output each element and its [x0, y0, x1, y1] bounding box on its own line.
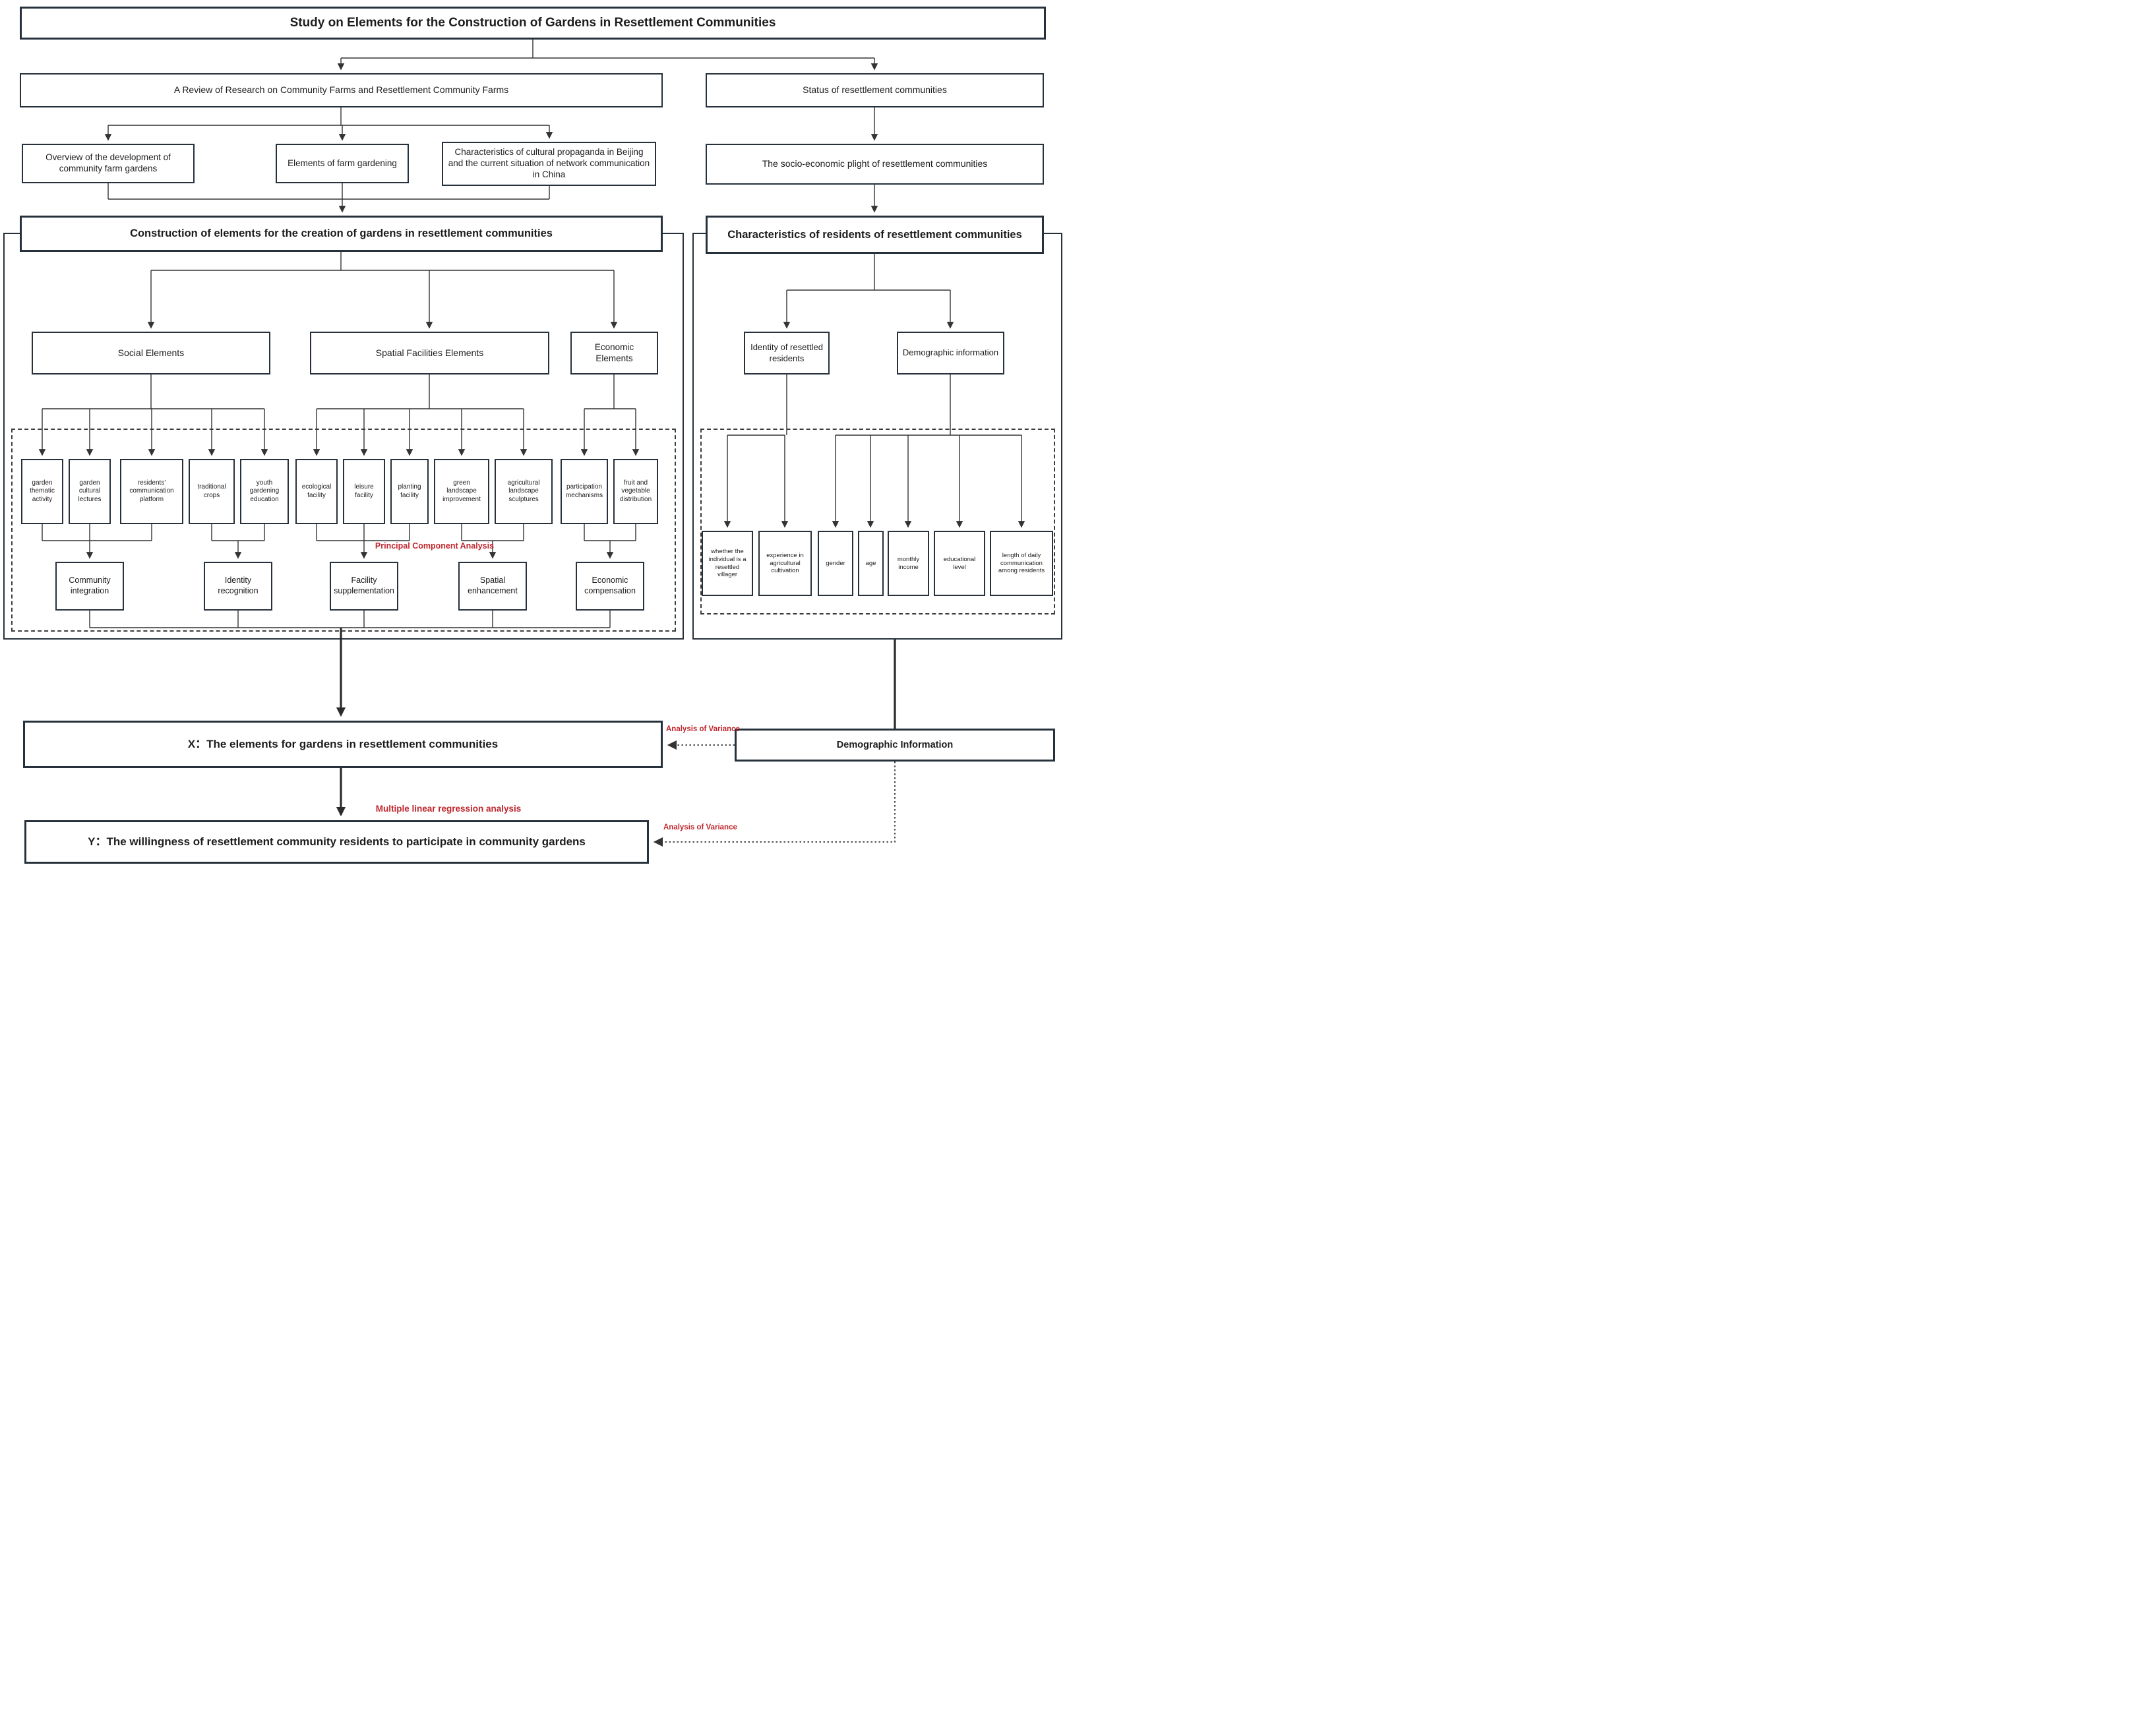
node-overview-development: Overview of the development of community… — [22, 144, 195, 183]
node-x-elements: X：The elements for gardens in resettleme… — [23, 721, 663, 768]
factors-dashed-region — [11, 429, 676, 632]
label-multiple-linear-regression: Multiple linear regression analysis — [375, 804, 522, 814]
connector-lines — [38, 40, 1025, 847]
node-factor-fruit-vegetable-distribution: fruit and vegetable distribution — [613, 459, 658, 524]
node-factor-ecological-facility: ecological facility — [295, 459, 338, 524]
label-analysis-of-variance-1: Analysis of Variance — [666, 725, 740, 733]
node-status: Status of resettlement communities — [706, 73, 1044, 107]
node-socioeconomic-plight: The socio-economic plight of resettlemen… — [706, 144, 1044, 185]
label-principal-component-analysis: Principal Component Analysis — [375, 541, 495, 551]
node-variable-age: age — [858, 531, 884, 596]
node-factor-participation-mechanisms: participation mechanisms — [561, 459, 608, 524]
node-factor-green-landscape-improvement: green landscape improvement — [434, 459, 489, 524]
flowchart-canvas: Study on Elements for the Construction o… — [0, 0, 1066, 868]
node-variable-monthly-income: monthly income — [888, 531, 929, 596]
node-factor-garden-cultural-lectures: garden cultural lectures — [69, 459, 111, 524]
node-variable-communication-length: length of daily communication among resi… — [990, 531, 1053, 596]
node-spatial-facilities-elements: Spatial Facilities Elements — [310, 332, 549, 374]
node-y-willingness: Y：The willingness of resettlement commun… — [24, 820, 649, 864]
label-analysis-of-variance-2: Analysis of Variance — [663, 823, 737, 831]
node-identity-of-residents: Identity of resettled residents — [744, 332, 830, 374]
node-social-elements: Social Elements — [32, 332, 270, 374]
node-farm-gardening-elements: Elements of farm gardening — [276, 144, 409, 183]
node-demographic-information-top: Demographic information — [897, 332, 1004, 374]
node-variable-gender: gender — [818, 531, 853, 596]
node-component-spatial-enhancement: Spatial enhancement — [458, 562, 527, 611]
node-factor-leisure-facility: leisure facility — [343, 459, 385, 524]
node-variable-agricultural-experience: experience in agricultural cultivation — [758, 531, 812, 596]
variables-dashed-region — [700, 429, 1055, 614]
node-factor-residents-communication-platform: residents' communication platform — [120, 459, 183, 524]
node-component-identity-recognition: Identity recognition — [204, 562, 272, 611]
node-factor-garden-thematic-activity: garden thematic activity — [21, 459, 63, 524]
node-demographic-information-bottom: Demographic Information — [735, 729, 1055, 762]
node-component-facility-supplementation: Facility supplementation — [330, 562, 398, 611]
node-cultural-propaganda: Characteristics of cultural propaganda i… — [442, 142, 656, 186]
node-review: A Review of Research on Community Farms … — [20, 73, 663, 107]
node-factor-planting-facility: planting facility — [390, 459, 429, 524]
node-variable-resettled-villager: whether the individual is a resettled vi… — [702, 531, 753, 596]
node-economic-elements: Economic Elements — [570, 332, 658, 374]
node-factor-traditional-crops: traditional crops — [189, 459, 235, 524]
node-factor-youth-gardening-education: youth gardening education — [240, 459, 289, 524]
node-component-community-integration: Community integration — [55, 562, 124, 611]
node-component-economic-compensation: Economic compensation — [576, 562, 644, 611]
node-construction-header: Construction of elements for the creatio… — [20, 216, 663, 252]
node-variable-educational-level: educational level — [934, 531, 985, 596]
node-title: Study on Elements for the Construction o… — [20, 7, 1046, 40]
node-characteristics-header: Characteristics of residents of resettle… — [706, 216, 1044, 254]
node-factor-agricultural-landscape-sculptures: agricultural landscape sculptures — [495, 459, 553, 524]
